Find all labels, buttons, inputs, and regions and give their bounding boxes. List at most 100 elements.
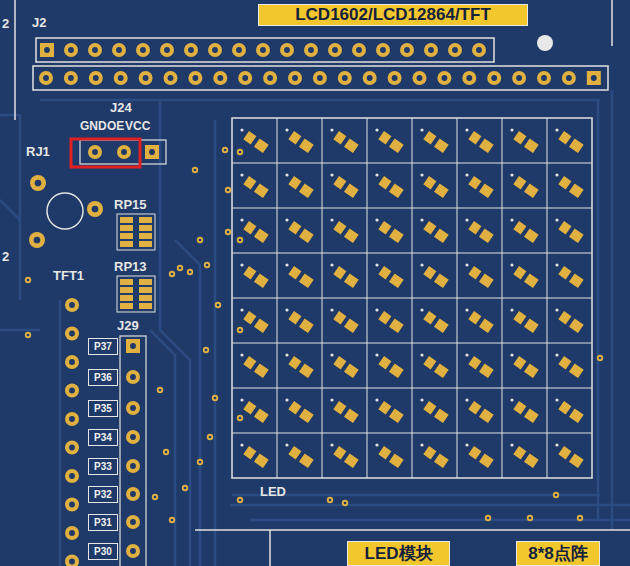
led-pad: [479, 183, 494, 198]
led-pad: [434, 183, 449, 198]
polarity-dot: [285, 353, 288, 356]
polarity-dot: [465, 398, 468, 401]
led-pad: [423, 266, 436, 279]
pad-hole: [217, 75, 223, 81]
polarity-dot: [330, 443, 333, 446]
designator: TFT1: [53, 269, 84, 282]
polarity-dot: [555, 263, 558, 266]
led-symbol: [468, 266, 493, 288]
led-symbol: [333, 176, 358, 198]
pin-label-box: P37: [88, 338, 118, 355]
pad-hole: [43, 75, 49, 81]
via-hole: [199, 461, 202, 464]
pad-hole: [69, 359, 75, 365]
led-symbol: [243, 401, 268, 423]
led-pad: [344, 363, 359, 378]
pad-hole: [441, 75, 447, 81]
led-pad: [423, 356, 436, 369]
smd-pad: [120, 225, 133, 231]
via: [342, 500, 348, 506]
copper-trace: [0, 115, 20, 300]
pad-hole: [130, 519, 136, 525]
led-symbol: [558, 176, 583, 198]
via: [152, 494, 158, 500]
led-pad: [344, 273, 359, 288]
led-pad: [299, 363, 314, 378]
designator: RP13: [114, 260, 147, 273]
via-hole: [214, 397, 217, 400]
led-pad: [434, 138, 449, 153]
pad-hole: [92, 47, 98, 53]
polarity-dot: [375, 128, 378, 131]
header-outline: [36, 38, 494, 62]
square-pad: [40, 43, 54, 57]
round-pad: [413, 71, 427, 85]
matrix-grid: [457, 118, 458, 478]
pad-hole: [466, 75, 472, 81]
smd-pad: [120, 287, 133, 293]
led-pad: [389, 363, 404, 378]
pad-hole: [491, 75, 497, 81]
pad-hole: [516, 75, 522, 81]
round-pad: [64, 43, 78, 57]
round-pad: [313, 71, 327, 85]
round-pad: [537, 71, 551, 85]
led-pad: [513, 446, 526, 459]
header-outline: [80, 140, 166, 164]
via-hole: [239, 329, 242, 332]
via: [577, 515, 583, 521]
smd-pad: [139, 279, 152, 285]
polarity-dot: [555, 398, 558, 401]
pad-hole: [380, 47, 386, 53]
led-pad: [254, 453, 269, 468]
round-pad: [472, 43, 486, 57]
led-symbol: [243, 311, 268, 333]
via-hole: [179, 267, 182, 270]
round-pad: [338, 71, 352, 85]
led-symbol: [333, 446, 358, 468]
title-plate: LCD1602/LCD12864/TFT: [258, 4, 528, 26]
led-symbol: [243, 176, 268, 198]
via: [169, 271, 175, 277]
via: [327, 497, 333, 503]
via: [25, 332, 31, 338]
round-pad: [280, 43, 294, 57]
polarity-dot: [330, 398, 333, 401]
led-pad: [243, 266, 256, 279]
via: [222, 147, 228, 153]
pin-label-box: P33: [88, 458, 118, 475]
led-pad: [344, 318, 359, 333]
via-hole: [239, 417, 242, 420]
round-pad: [126, 459, 140, 473]
led-symbol: [423, 356, 448, 378]
polarity-dot: [330, 263, 333, 266]
pad-hole: [541, 75, 547, 81]
polarity-dot: [375, 353, 378, 356]
via: [187, 269, 193, 275]
polarity-dot: [555, 353, 558, 356]
led-pad: [254, 318, 269, 333]
led-symbol: [423, 401, 448, 423]
led-pad: [389, 138, 404, 153]
led-pad: [479, 273, 494, 288]
round-pad: [39, 71, 53, 85]
polarity-dot: [555, 443, 558, 446]
round-pad: [112, 43, 126, 57]
led-pad: [378, 356, 391, 369]
led-pad: [243, 401, 256, 414]
via-hole: [209, 436, 212, 439]
via: [225, 229, 231, 235]
led-symbol: [288, 446, 313, 468]
led-pad: [389, 453, 404, 468]
pad-hole: [130, 548, 136, 554]
polarity-dot: [285, 308, 288, 311]
led-pad: [288, 266, 301, 279]
round-pad: [126, 515, 140, 529]
pad-hole: [188, 47, 194, 53]
matrix-grid: [502, 118, 503, 478]
via-hole: [194, 169, 197, 172]
led-pad: [524, 318, 539, 333]
via-hole: [227, 189, 230, 192]
led-symbol: [243, 446, 268, 468]
